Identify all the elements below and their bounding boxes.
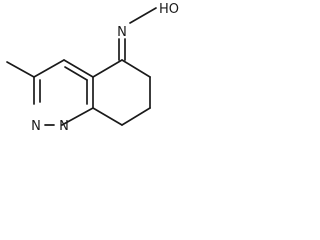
- oxime-group: [118, 7, 157, 61]
- bond-methyl: [6, 61, 35, 78]
- bond-c5-c6: [121, 59, 151, 78]
- bond-c8-c8a: [92, 107, 123, 126]
- atom-label-n1: N: [59, 119, 69, 134]
- bond-n1-c8a: [61, 107, 94, 126]
- bond-c4a-c5: [92, 59, 123, 78]
- atom-label-hydroxyl: HO: [159, 2, 179, 17]
- atom-label-n2: N: [31, 119, 41, 134]
- bond-c3-c4: [33, 59, 65, 78]
- bond-c4-c4a-inner: [64, 66, 88, 81]
- pyridazine-ring: [6, 59, 94, 126]
- chemical-structure: N N N HO: [6, 2, 179, 134]
- cyclohexane-ring: [92, 59, 151, 126]
- bond-n-o: [129, 7, 157, 24]
- bond-c7-c8: [121, 107, 151, 126]
- bond-c4a-c4: [63, 59, 94, 78]
- atom-label-oxime-n: N: [117, 25, 127, 40]
